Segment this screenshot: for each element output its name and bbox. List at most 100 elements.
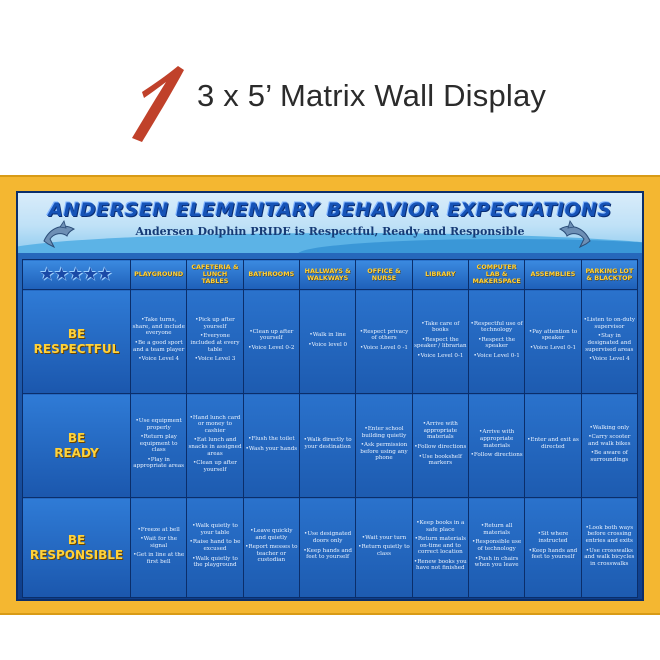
expectation-item: •Wait your turn (361, 534, 407, 541)
expectation-item: •Voice Level 0-2 (248, 344, 295, 351)
expectation-item: •Clean up after yourself (249, 328, 294, 342)
matrix-cell: •Pay attention to speaker •Voice Level 0-… (524, 289, 582, 394)
row-label-line: READY (54, 445, 99, 460)
matrix-cell: •Keep books in a safe place •Return mater… (411, 497, 469, 598)
expectation-item: •Freeze at bell (137, 526, 180, 533)
matrix-cell: •Hand lunch card or money to cashier •Eat… (186, 393, 244, 498)
column-header: Parking Lot & Blacktop (580, 259, 639, 290)
column-header: Playground (129, 259, 188, 290)
expectation-item: •Clean up after yourself (192, 460, 237, 473)
behavior-matrix: ★★★★★ Playground Cafeteria & Lunch Table… (22, 259, 639, 598)
expectation-item: •Voice Level 4 (588, 356, 630, 363)
expectation-item: •Hand lunch card or money to cashier (189, 414, 241, 434)
row-label-line: BE (67, 532, 86, 547)
matrix-cell: •Enter and exit as directed (524, 393, 582, 498)
expectation-item: •Eat lunch and snacks in assigned areas (188, 437, 242, 457)
expectation-item: •Voice Level 3 (194, 356, 236, 363)
expectation-item: •Look both ways before crossing entries … (585, 524, 634, 544)
expectation-item: •Walk in line (309, 331, 346, 338)
expectation-item: •Voice Level 0 -1 (359, 344, 408, 351)
product-header: 3 x 5’ Matrix Wall Display (0, 0, 660, 170)
matrix-cell: •Respectful use of technology•Respect th… (467, 289, 526, 394)
matrix-cell: •Respect privacy of others •Voice Level 0… (355, 289, 413, 394)
expectation-item: •Respect the speaker / librarian (414, 336, 467, 350)
expectation-item: •Push in chairs when you leave (474, 555, 519, 569)
wall-display-poster: ANDERSEN ELEMENTARY BEHAVIOR EXPECTATION… (0, 175, 660, 615)
expectation-item: •Leave quickly and quietly (250, 528, 293, 541)
stars-icon: ★★★★★ (40, 266, 113, 283)
expectation-item: •Use bookshelf markers (418, 453, 462, 467)
column-header: Cafeteria & Lunch Tables (186, 259, 244, 290)
expectation-item: •Get in line at the first bell (133, 552, 185, 565)
matrix-cell: •Enter school building quietly •Ask permi… (355, 393, 413, 498)
dolphin-icon (43, 220, 76, 249)
matrix-cell: •Pick up after yourself•Everyone include… (186, 289, 244, 394)
poster-banner: ANDERSEN ELEMENTARY BEHAVIOR EXPECTATION… (18, 193, 642, 253)
expectation-item: •Walk quietly to the playground (192, 555, 238, 569)
expectation-item: •Use equipment properly (135, 417, 182, 431)
expectation-item: •Use crosswalks and walk bicycles in cro… (584, 547, 635, 567)
expectation-item: •Follow directions (470, 452, 523, 459)
expectation-item: •Stay in designated and supervised areas (585, 333, 634, 353)
expectation-item: •Responsible use of technology (472, 539, 522, 552)
expectation-item: •Flush the toilet (248, 435, 295, 442)
matrix-cell: •Arrive with appropriate materials •Follo… (467, 393, 526, 498)
expectation-item: •Return all materials (480, 523, 513, 536)
expectation-item: •Sit where instructed (537, 531, 569, 544)
row-label-line: RESPONSIBLE (29, 547, 124, 562)
poster-title: ANDERSEN ELEMENTARY BEHAVIOR EXPECTATION… (48, 199, 612, 221)
expectation-item: •Keep hands and feet to yourself (528, 547, 578, 561)
expectation-item: •Wait for the signal (140, 536, 178, 549)
column-header: Bathrooms (242, 259, 300, 290)
expectation-item: •Walk quietly to your table (192, 523, 238, 536)
expectation-item: •Return materials on-time and to correct… (414, 536, 466, 556)
expectation-item: •Report messes to teacher or custodian (245, 544, 298, 564)
expectation-item: •Pay attention to speaker (528, 328, 578, 342)
row-label-line: RESPECTFUL (33, 341, 120, 356)
row-label-line: BE (67, 326, 86, 341)
expectation-item: •Be aware of surroundings (590, 450, 629, 463)
matrix-cell: •Return all materials •Responsible use of… (467, 497, 526, 598)
expectation-item: •Walking only (589, 424, 630, 431)
expectation-item: •Carry scooter and walk bikes (588, 434, 631, 447)
matrix-cell: •Take turns, share, and include everyone… (129, 289, 188, 394)
column-header: Office & Nurse (355, 259, 413, 290)
expectation-item: •Respect privacy of others (359, 328, 409, 342)
expectation-item: •Be a good sport and a team player (133, 340, 185, 353)
matrix-cell: •Walk directly to your destination (298, 393, 357, 498)
expectation-item: •Arrive with appropriate materials (422, 421, 458, 441)
expectation-item: •Return quietly to class (358, 544, 410, 557)
matrix-cell: •Wait your turn •Return quietly to class (355, 497, 413, 598)
column-header: Computer Lab & Makerspace (467, 259, 526, 290)
expectation-item: •Enter school building quietly (361, 426, 407, 439)
expectation-item: •Take turns, share, and include everyone (132, 317, 185, 337)
expectation-item: •Voice level 0 (308, 341, 348, 348)
expectation-item: •Arrive with appropriate materials (479, 429, 515, 449)
matrix-cell: •Leave quickly and quietly •Report messes… (242, 497, 300, 598)
expectation-item: •Use designated doors only (304, 531, 352, 544)
matrix-cell: •Freeze at bell •Wait for the signal •Get … (129, 497, 188, 598)
stars-header: ★★★★★ (22, 259, 131, 290)
expectation-item: •Voice Level 0-1 (529, 344, 577, 351)
matrix-cell: •Flush the toilet•Wash your hands (242, 393, 300, 498)
expectation-item: •Listen to on-duty supervisor (583, 317, 636, 330)
matrix-cell: •Listen to on-duty supervisor •Stay in de… (580, 289, 639, 394)
matrix-cell: •Clean up after yourself •Voice Level 0-2 (242, 289, 300, 394)
expectation-item: •Enter and exit as directed (527, 437, 579, 450)
dolphin-icon (558, 220, 591, 249)
expectation-item: •Follow directions (414, 444, 467, 450)
expectation-item: •Everyone included at every table (190, 333, 240, 353)
numeral-one-icon (132, 66, 184, 142)
matrix-cell: •Walk quietly to your table•Raise hand t… (186, 497, 244, 598)
expectation-item: •Ask permission before using any phone (360, 442, 408, 462)
expectation-item: •Respectful use of technology (470, 320, 523, 334)
matrix-cell: •Use equipment properly •Return play equi… (129, 393, 188, 498)
expectation-item: •Return play equipment to class (139, 434, 178, 454)
expectation-item: •Keep books in a safe place (416, 519, 465, 533)
